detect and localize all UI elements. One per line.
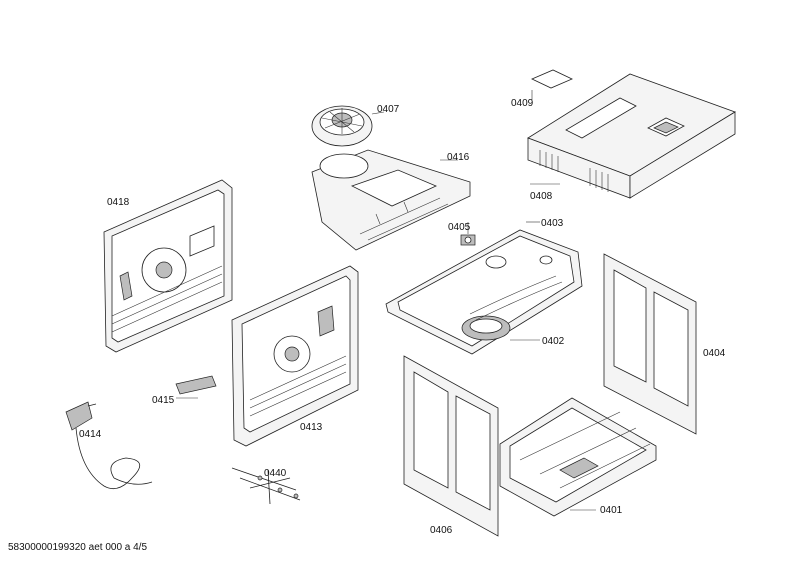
- part-0440-wiring-harness: [231, 467, 301, 505]
- label-0440: 0440: [264, 468, 287, 479]
- label-0404: 0404: [703, 348, 726, 359]
- label-0416: 0416: [447, 152, 470, 163]
- label-0414: 0414: [79, 429, 102, 440]
- part-0415-door-switch: [175, 375, 217, 399]
- part-0413-front-frame: [231, 265, 359, 447]
- label-0408: 0408: [530, 191, 553, 202]
- part-0408-top-cover: [527, 73, 736, 199]
- part-0405-thermostat: [460, 222, 476, 246]
- part-0416-fan-baffle: [311, 149, 471, 251]
- document-id-footer: 58300000199320 aet 000 a 4/5: [8, 542, 148, 553]
- part-0404-right-side-panel: [603, 253, 697, 435]
- label-0406: 0406: [430, 525, 453, 536]
- label-0405: 0405: [448, 222, 471, 233]
- label-0401: 0401: [600, 505, 623, 516]
- part-0409-label-sticker: [531, 69, 573, 100]
- part-0401-base-frame: [499, 397, 657, 517]
- part-0402-0403-bottom-assembly: [385, 221, 583, 355]
- label-0418: 0418: [107, 197, 130, 208]
- label-0407: 0407: [377, 104, 400, 115]
- label-0409: 0409: [511, 98, 534, 109]
- part-0418-rear-panel: [103, 179, 233, 353]
- part-0406-left-side-panel: [403, 355, 499, 537]
- part-0414-mains-cable: [65, 401, 153, 490]
- part-0407-fan: [311, 105, 385, 147]
- label-0413: 0413: [300, 422, 323, 433]
- label-0415: 0415: [152, 395, 175, 406]
- label-0403: 0403: [541, 218, 564, 229]
- label-0402: 0402: [542, 336, 565, 347]
